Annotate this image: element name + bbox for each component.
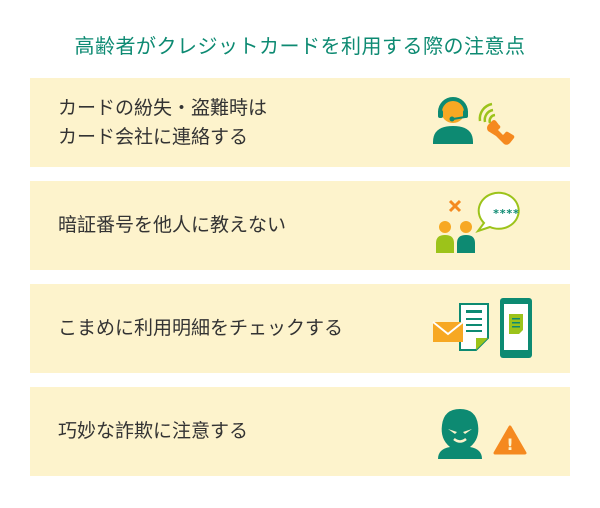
tip-line: こまめに利用明細をチェックする — [58, 317, 344, 339]
tip-text: こまめに利用明細をチェックする — [58, 284, 343, 373]
tip-line: 巧妙な詐欺に注意する — [58, 420, 249, 442]
fraud-warning-icon: ! — [438, 409, 527, 459]
tip-card-pin: 暗証番号を他人に教えない **** — [30, 181, 570, 270]
page-title: 高齢者がクレジットカードを利用する際の注意点 — [74, 34, 526, 58]
tip-line: カード会社に連絡する — [58, 125, 249, 148]
call-center-operator-icon — [433, 97, 515, 145]
svg-text:!: ! — [506, 435, 513, 454]
tip-card-fraud: 巧妙な詐欺に注意する ! — [30, 387, 570, 476]
tip-card-statement: こまめに利用明細をチェックする — [30, 284, 570, 373]
tip-line: カードの紛失・盗難時は — [58, 96, 268, 119]
tip-text: カードの紛失・盗難時は カード会社に連絡する — [58, 78, 267, 167]
tip-card-lost-card: カードの紛失・盗難時は カード会社に連絡する — [30, 78, 570, 167]
tip-text: 巧妙な詐欺に注意する — [58, 387, 248, 476]
tip-line: 暗証番号を他人に教えない — [58, 214, 287, 236]
pin-secret-icon: **** — [436, 191, 520, 253]
svg-text:****: **** — [493, 207, 520, 220]
tip-text: 暗証番号を他人に教えない — [58, 181, 286, 270]
statement-check-icon — [432, 298, 532, 358]
